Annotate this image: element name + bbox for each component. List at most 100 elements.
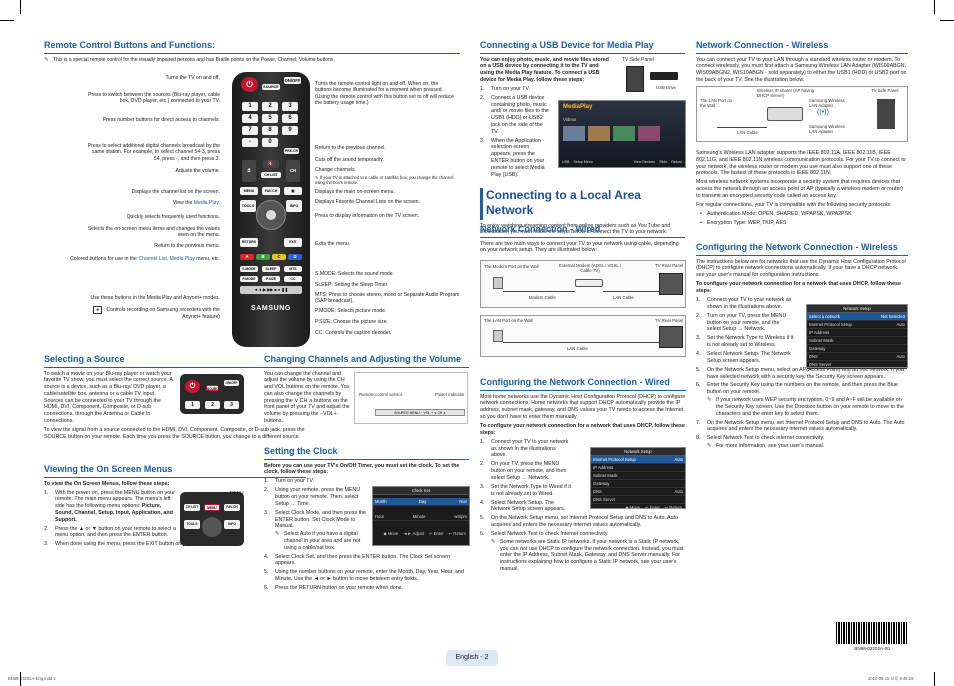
c-button: C: [272, 254, 286, 260]
remote-sensor-label: Remote control sensor: [359, 392, 403, 397]
label-smode: S.MODE: Selects the sound mode.: [315, 271, 394, 277]
cwired-step-6: 6.Select Network Test to check Internet …: [480, 531, 686, 573]
pre-ch-button: PRE-CH: [284, 148, 299, 154]
media-buttons: ◄◄ ▶ ▶▶ ■ ● ❚❚: [240, 286, 302, 294]
hour-label: Hour: [375, 514, 385, 520]
return-hint: ↩ Return: [448, 531, 466, 537]
adapter-label-1: Samsung Wireless LAN Adapter: [809, 98, 845, 108]
cwired-step-3-text: Set the Network Type to Wired if it is n…: [491, 483, 571, 497]
label-volume: Adjusts the volume.: [175, 168, 220, 174]
network-setup-row: Subnet Mask: [807, 337, 907, 346]
crop-mark: [20, 672, 21, 686]
tools-button: TOOLS: [184, 520, 200, 529]
lan-cable-label: LAN Cable: [613, 295, 634, 300]
row-value: Not Selected: [881, 314, 905, 320]
remote-note: This is a special remote control for the…: [44, 57, 460, 64]
enter-hint: ↵ Enter: [867, 370, 882, 376]
osm-step-1-text: With the power on, press the MENU button…: [55, 489, 175, 510]
p-mode-button: P.MODE: [240, 276, 258, 282]
cwireless-step-3: 3.Set the Network Type to Wireless if it…: [696, 335, 794, 349]
cwired-step-3: 3.Set the Network Type to Wired if it is…: [480, 483, 571, 497]
row-label: Gateway: [809, 346, 826, 352]
colored-prefix: Colored buttons for use in the: [70, 256, 139, 262]
cwired-step-1-text: Connect your TV to your network as shown…: [491, 438, 569, 459]
wireless-section: Network Connection - Wireless You can co…: [696, 40, 908, 86]
year-label: Year: [458, 499, 467, 505]
source-p1: To watch a movie on your Blu-ray player …: [44, 370, 173, 424]
info-button: INFO: [286, 200, 302, 212]
usb-step-1-text: Turn on your TV.: [491, 85, 530, 92]
media-play-sub: Videos: [563, 116, 577, 122]
label-colored: Colored buttons for use in the Channel L…: [58, 256, 220, 262]
day-label: Day: [418, 499, 427, 505]
clock-step-3-text: Select Clock Mode, and then press the EN…: [275, 509, 366, 530]
lan-cable-line: [717, 127, 767, 128]
wired-title: Network Connection - Wired: [480, 224, 685, 238]
row-value: Auto: [674, 457, 683, 463]
cwired-step-2-text: On your TV, press the MENU button on you…: [491, 461, 567, 481]
samsung-logo: SAMSUNG: [251, 305, 291, 312]
wired-section: Network Connection - Wired There are two…: [480, 224, 685, 256]
remote-title: Remote Control Buttons and Functions:: [44, 40, 460, 54]
cwired-step-6-text: Select Network Test to check Internet co…: [491, 531, 609, 538]
onoff-button: ON/OFF: [284, 77, 301, 84]
wireless-p2: Samsung's Wireless LAN adapter supports …: [696, 150, 906, 177]
label-mts: MTS: Press to choose stereo, mono or Sep…: [315, 292, 460, 305]
digit-1: 1: [185, 401, 200, 409]
wall-port-icon: [493, 277, 503, 289]
power-icon: ⏻: [241, 77, 258, 92]
clock-step-6-text: Press the RETURN button on your remote w…: [275, 585, 404, 592]
tv-rear-icon: [659, 326, 683, 348]
cwireless-p: The instructions below are for networks …: [696, 258, 906, 279]
clock-step-2: 2.Using your remote, press the MENU butt…: [264, 487, 361, 507]
cwireless-note-2: For more information, see your user's ma…: [707, 443, 908, 450]
label-info: Press to display information on the TV s…: [315, 213, 420, 219]
network-setup-footer-2: ◆ Move↵ Enter↩ Return: [807, 369, 907, 376]
menu-callout: MENU: [230, 490, 244, 495]
remote-section: Remote Control Buttons and Functions: Th…: [44, 40, 460, 65]
cwired-section: Configuring the Network Connection - Wir…: [480, 377, 686, 575]
move-hint: ◆ Move: [625, 505, 641, 511]
modem-cable-label: Modem Cable: [529, 295, 556, 300]
clock-step-4: 4.Select Clock Set, and then press the E…: [264, 553, 450, 567]
label-record-text: : Controls recording on Samsung recorder…: [103, 307, 220, 321]
network-setup-title: Network Setup: [591, 448, 685, 457]
usb-step-3-text: When the Application selection screen ap…: [491, 137, 545, 178]
wall-port-icon: [493, 330, 503, 342]
cwireless-step-1-text: Connect your TV to your network as shown…: [707, 297, 792, 310]
osm-remote-image: CH LIST MENU FAV.CH TOOLS INFO: [180, 492, 244, 546]
vol-title: Changing Channels and Adjusting the Volu…: [264, 354, 469, 368]
label-prech: Return to the previous channel.: [315, 145, 386, 151]
osm-step-1: 1.With the power on, press the MENU butt…: [44, 489, 175, 523]
tv-rear-label-2: TV Rear Panel: [655, 318, 684, 323]
row-value: Auto: [896, 322, 905, 328]
sleep-button: SLEEP: [262, 266, 280, 272]
clock-step-3: 3.Select Clock Mode, and then press the …: [264, 510, 369, 552]
label-power: Turns the TV on and off.: [165, 75, 220, 81]
enter-hint: ↵ Enter: [645, 505, 660, 511]
cwireless-section: Configuring the Network Connection - Wir…: [696, 242, 908, 452]
a-button: A: [240, 254, 254, 260]
info-button: INFO: [224, 520, 240, 529]
power-indicator-label: Power indicator: [435, 392, 465, 397]
b-button: B: [256, 254, 270, 260]
cwireless-step-2: 2.Turn on your TV, press the MENU button…: [696, 312, 787, 333]
wireless-bullet-1: Authentication Mode: OPEN, SHARED, WPAPS…: [696, 211, 908, 218]
clock-step-6: 6.Press the RETURN button on your remote…: [264, 585, 404, 592]
crop-mark: [934, 0, 935, 14]
colored-suffix: menu, etc.: [194, 256, 220, 262]
wireless-diagram: Wireless IP sharer (AP having DHCP Serve…: [696, 86, 908, 142]
file-name: BN68-03202A-Eng.indd 2: [8, 676, 56, 681]
cwired-step-2: 2.On your TV, press the MENU button on y…: [480, 461, 567, 481]
cwireless-step-6: 6.Enter the Security Key using the numbe…: [696, 382, 908, 417]
usb-step-2-text: Connect a USB device containing photo, m…: [491, 94, 549, 135]
modem-icon: [575, 279, 603, 287]
move-hint: ◆ Move: [383, 531, 399, 537]
page-number: English - 2: [446, 650, 498, 666]
